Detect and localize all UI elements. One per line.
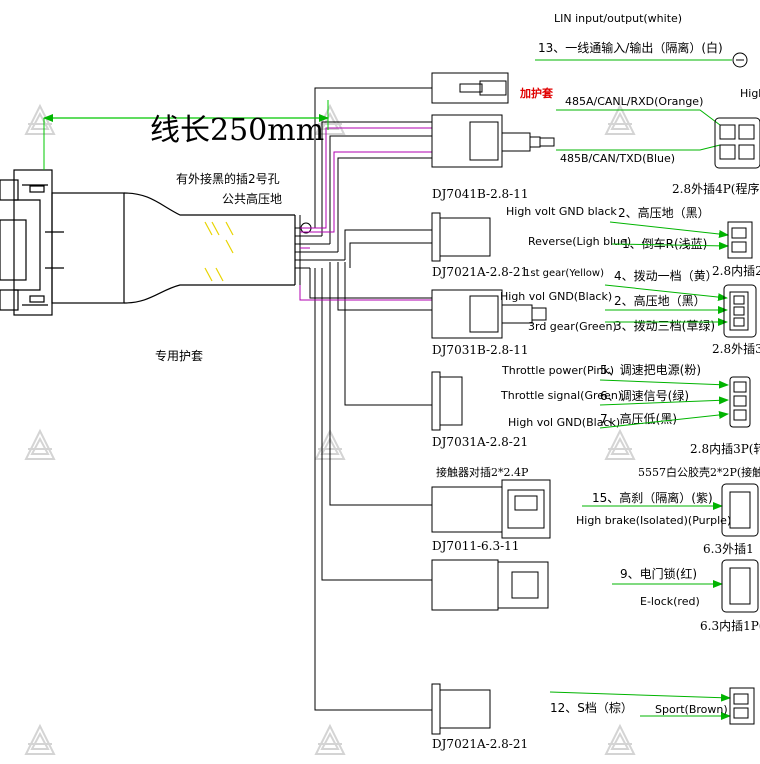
connector-2-part: DJ7021A-2.8-21 [432,265,528,279]
c3-en-g3: 3rd gear(Green) [528,320,617,333]
shield-wires [299,127,432,301]
c6-cn-lock: 9、电门锁(红) [620,566,697,581]
c4-spec: 2.8内插3P(转 [690,441,760,456]
connector-5-mate [721,483,759,537]
c1-wire485b: 485B/CAN/TXD(Blue) [560,152,675,165]
c3-g1-leader [604,284,728,302]
connector-1 [431,114,555,168]
connector-4 [431,371,463,431]
c5-spec: 6.3外插1 [703,542,754,556]
connector-5 [431,479,551,539]
c4-cn-gnd: 7、高压低(黑) [600,411,677,426]
connector-7 [431,683,491,735]
c7-cn-sport: 12、S档（棕） [550,700,633,715]
connector-6 [431,559,549,611]
c4-pow-leader [599,379,729,389]
connector-3-mate [723,284,757,338]
sleeve-hatch [204,221,234,282]
sleeve-connector-top [431,72,509,104]
c2-cn-gnd: 2、高压地（黑） [618,205,710,220]
connector-7-mate [729,687,755,725]
connector-1-part: DJ7041B-2.8-11 [432,187,528,201]
c1-wire13: 13、一线通输入/输出（隔离）(白) [538,40,723,55]
c1-wire485a: 485A/CANL/RXD(Orange) [565,95,703,108]
c2-en-gnd: High volt GND black [506,205,617,218]
c6-spec: 6.3内插1P( [700,619,760,633]
c5-cn-brake: 15、高刹（隔离）(紫) [592,490,713,505]
c5-en-brake: High brake(Isolated)(Purple) [576,514,731,527]
c3-spec: 2.8外插3 [712,342,760,356]
connector-4-part: DJ7031A-2.8-21 [432,435,528,449]
c5-right-header: 5557白公胶壳2*2P(接触器 [638,465,760,479]
c7-sport-leader [549,691,731,702]
c1-high: High [740,87,760,100]
connector-7-part: DJ7021A-2.8-21 [432,737,528,751]
c3-en-g1: 1st gear(Yellow) [524,268,604,279]
c4-cn-sig: 6、调速信号(绿) [600,388,689,403]
length-dimension [43,100,329,170]
c3-cn-gnd: 2、高压地（黑） [614,293,706,308]
length-label: 线长250mm [150,113,324,148]
c4-gnd-leader [599,411,729,429]
c1-485b-leader [556,144,721,151]
c2-rev-leader [611,241,729,250]
c4-cn-pow: 5、调速把电源(粉) [600,363,701,377]
connector-6-mate [721,559,759,613]
pin-note-2: 公共高压地 [222,191,282,206]
connector-3 [431,289,547,339]
c3-en-gnd: High vol GND(Black) [500,290,612,303]
c4-sig-leader [599,396,729,406]
c4-en-gnd: High vol GND(Black) [508,416,620,429]
c5-header: 接触器对插2*2.4P [436,465,529,479]
c3-cn-g1: 4、拨动一档（黄） [614,269,718,283]
c2-en-rev: Reverse(Ligh blue) [528,235,631,248]
c2-spec: 2.8内插2 [712,264,760,278]
connector-1-mate [714,117,760,169]
connector-5-part: DJ7011-6.3-11 [432,539,519,553]
c6-en-lock: E-lock(red) [640,595,700,608]
connector-4-mate [729,376,751,428]
c2-gnd-leader [609,221,729,238]
c3-cn-g3: 3、拨动三档(草绿) [614,318,715,333]
connector-2-mate [727,221,753,259]
c4-en-sig: Throttle signal(Green) [500,389,622,402]
c7-en-sport: Sport(Brown) [655,703,728,716]
lin-terminal [732,52,748,68]
c1-485a-leader [556,109,721,126]
sleeve-label: 专用护套 [155,348,203,363]
add-sleeve-label: 加护套 [519,86,554,100]
lin-header: LIN input/output(white) [554,12,682,25]
connector-2 [431,212,491,262]
c2-cn-rev: 1、倒车R(浅蓝) [622,236,707,251]
harness-wires [295,87,432,711]
pin-note-1: 有外接黑的插2号孔 [176,171,280,186]
c1-spec: 2.8外插4P(程序 [672,181,759,196]
connector-3-part: DJ7031B-2.8-11 [432,343,528,357]
main-plug-housing [0,169,296,316]
c4-en-pow: Throttle power(Pink) [501,364,614,377]
